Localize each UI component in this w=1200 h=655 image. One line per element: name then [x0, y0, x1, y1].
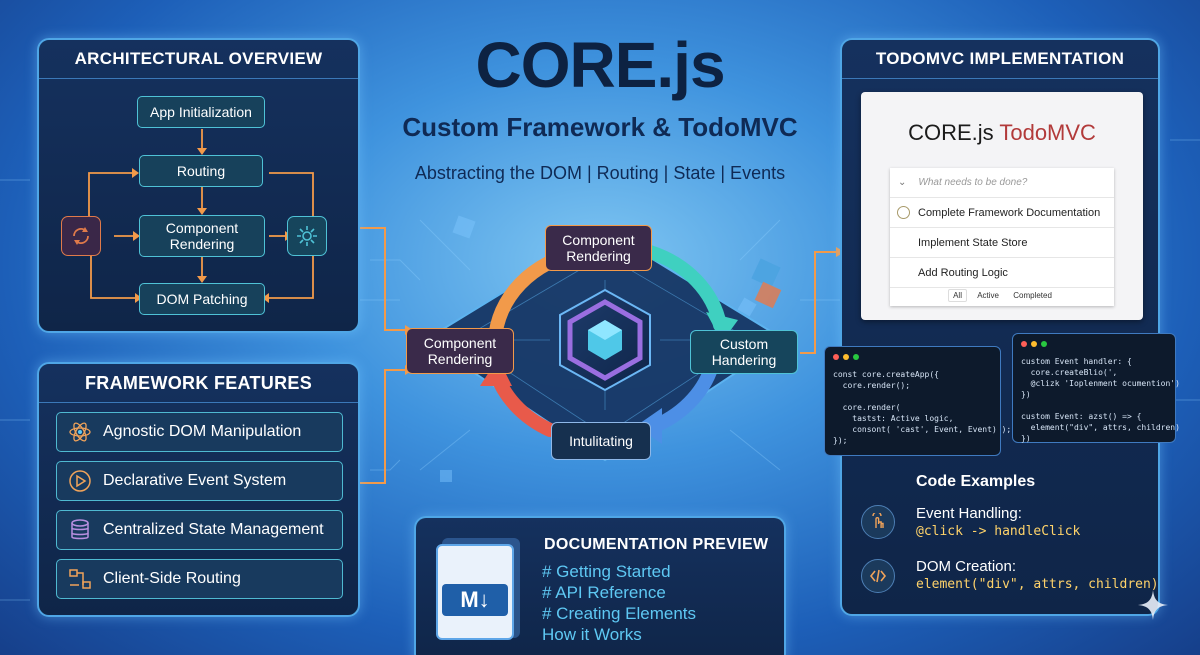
code-snippet: custom Event handler: { core.createBlio(…: [1021, 357, 1180, 443]
arch-step-app-initialization: App Initialization: [137, 96, 265, 128]
feature-item: Agnostic DOM Manipulation: [56, 412, 343, 452]
feature-item: Centralized State Management: [56, 510, 343, 550]
architecture-title: ARCHITECTURAL OVERVIEW: [74, 49, 323, 68]
feature-label: Declarative Event System: [103, 472, 287, 489]
divider: [39, 78, 358, 79]
main-title: CORE.js: [475, 29, 725, 101]
todo-item-label: Add Routing Logic: [918, 266, 1008, 279]
routing-icon: [57, 566, 103, 592]
todo-checkbox[interactable]: [897, 206, 910, 219]
arch-step-dom-patching: DOM Patching: [139, 283, 265, 315]
subtitle: Custom Framework & TodoMVC: [402, 112, 798, 142]
cycle-node-top: Component Rendering: [545, 225, 652, 271]
chevron-down-icon[interactable]: ⌄: [898, 177, 907, 188]
new-todo-input[interactable]: What needs to be done?: [918, 177, 1028, 188]
todo-item-label: Implement State Store: [918, 236, 1028, 249]
todo-item[interactable]: Complete Framework Documentation: [890, 198, 1114, 228]
divider: [39, 402, 358, 403]
cycle-node-bottom: Intulitating: [551, 422, 651, 460]
todo-item[interactable]: Add Routing Logic: [890, 258, 1114, 288]
todo-checkbox[interactable]: [897, 236, 910, 249]
settings-gear-icon: [287, 216, 327, 256]
filter-active[interactable]: Active: [977, 291, 999, 300]
atom-icon: [57, 419, 103, 445]
play-icon: [57, 468, 103, 494]
features-panel: FRAMEWORK FEATURES Agnostic DOM Manipula…: [37, 362, 360, 617]
event-handling-code: @click -> handleClick: [916, 524, 1081, 539]
feature-label: Client-Side Routing: [103, 570, 241, 587]
todo-heading-accent: TodoMVC: [999, 120, 1096, 145]
todo-filters: All Active Completed: [890, 289, 1114, 302]
divider: [842, 78, 1158, 79]
filter-all[interactable]: All: [948, 289, 967, 302]
todo-item-label: Complete Framework Documentation: [918, 206, 1101, 219]
todo-item[interactable]: Implement State Store: [890, 228, 1114, 258]
feature-label: Agnostic DOM Manipulation: [103, 423, 302, 440]
window-controls: [1021, 341, 1047, 347]
arch-step-routing: Routing: [139, 155, 263, 187]
todo-input-row[interactable]: ⌄ What needs to be done?: [890, 168, 1114, 198]
event-handling-label: Event Handling:: [916, 505, 1022, 522]
markdown-file-icon: M↓: [436, 536, 522, 640]
features-title: FRAMEWORK FEATURES: [84, 373, 313, 393]
todo-app-preview: CORE.js TodoMVC ⌄ What needs to be done?…: [861, 92, 1143, 320]
todo-checkbox[interactable]: [897, 266, 910, 279]
todomvc-title: TODOMVC IMPLEMENTATION: [875, 49, 1125, 68]
refresh-icon: [61, 216, 101, 256]
window-controls: [833, 354, 859, 360]
tagline: Abstracting the DOM | Routing | State | …: [414, 163, 786, 183]
pointer-touch-icon: [861, 505, 895, 539]
markdown-badge: M↓: [442, 584, 508, 616]
code-examples-title: Code Examples: [916, 473, 1036, 490]
cycle-node-right: Custom Handering: [690, 330, 798, 374]
cycle-node-left: Component Rendering: [406, 328, 514, 374]
doc-link-how-it-works[interactable]: How it Works: [542, 625, 642, 644]
filter-completed[interactable]: Completed: [1013, 291, 1052, 300]
doc-link-creating-elements[interactable]: # Creating Elements: [542, 604, 697, 623]
database-icon: [57, 517, 103, 543]
sparkle-icon: [1138, 590, 1168, 620]
todo-list: ⌄ What needs to be done? Complete Framew…: [890, 168, 1114, 306]
documentation-title: DOCUMENTATION PREVIEW: [544, 536, 769, 553]
feature-label: Centralized State Management: [103, 521, 324, 538]
code-brackets-icon: [861, 559, 895, 593]
dom-creation-label: DOM Creation:: [916, 558, 1017, 575]
todo-heading: CORE.js TodoMVC: [861, 120, 1143, 146]
architecture-panel: ARCHITECTURAL OVERVIEW App Initializatio…: [37, 38, 360, 333]
doc-link-getting-started[interactable]: # Getting Started: [542, 562, 671, 581]
todo-heading-main: CORE.js: [908, 120, 994, 145]
code-window-right: custom Event handler: { core.createBlio(…: [1012, 333, 1180, 443]
code-window-left: const core.createApp({ core.render(); co…: [824, 346, 1011, 456]
code-snippet: const core.createApp({ core.render(); co…: [833, 370, 1012, 445]
arch-step-component-rendering: Component Rendering: [139, 215, 265, 257]
feature-item: Client-Side Routing: [56, 559, 343, 599]
doc-link-api-reference[interactable]: # API Reference: [542, 583, 666, 602]
dom-creation-code: element("div", attrs, children): [916, 577, 1159, 592]
feature-item: Declarative Event System: [56, 461, 343, 501]
